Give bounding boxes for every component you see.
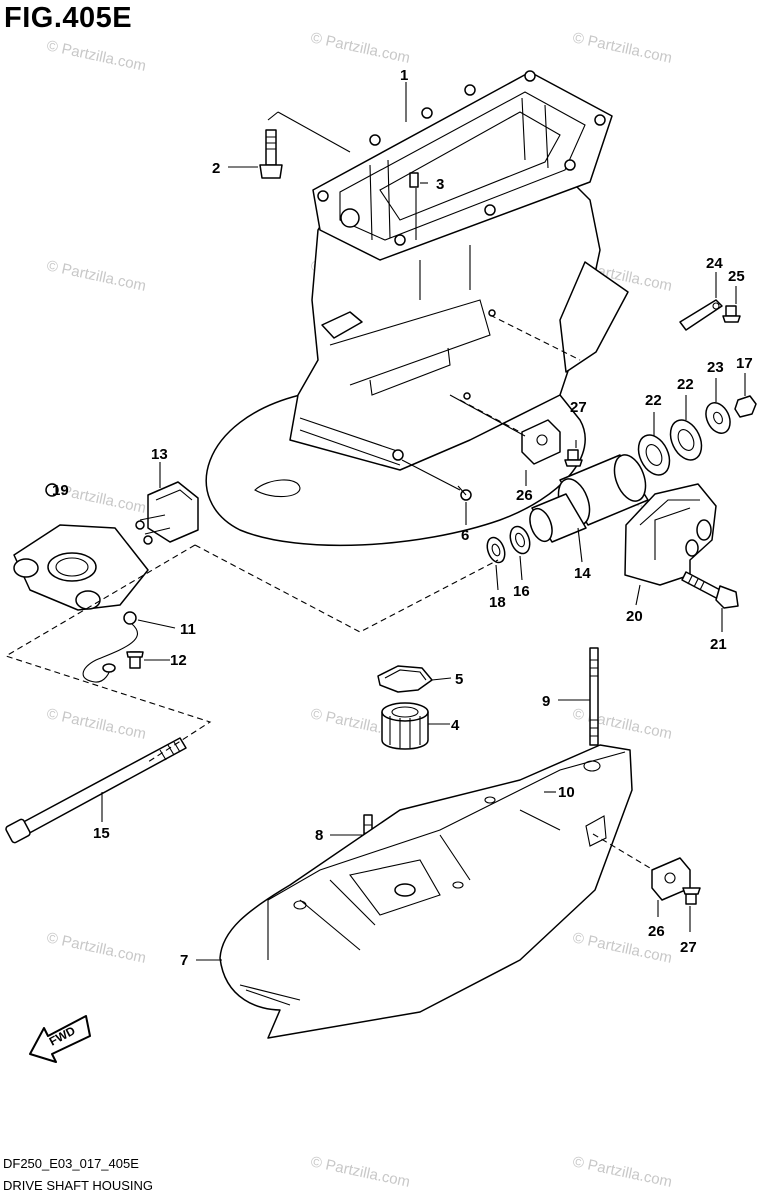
callout-10: 10	[558, 784, 575, 801]
callout-4: 4	[451, 717, 460, 734]
callout-11: 11	[180, 621, 196, 638]
watermark: © Partzilla.com	[571, 1153, 673, 1191]
callout-12: 12	[170, 652, 187, 669]
dowel-pin-part-3	[409, 172, 419, 188]
watermark: © Partzilla.com	[571, 705, 673, 743]
callout-27-lower: 27	[680, 939, 697, 956]
ground-lead-part-11	[82, 611, 139, 683]
clip-part-5	[377, 665, 433, 693]
bolt-part-27-upper	[564, 449, 583, 467]
washer-part-18	[486, 536, 506, 564]
drive-shaft-housing-part	[205, 70, 629, 547]
callout-23: 23	[707, 359, 724, 376]
callout-17: 17	[736, 355, 753, 372]
callout-24: 24	[706, 255, 723, 272]
callout-26-upper: 26	[516, 487, 533, 504]
washer-part-22a	[637, 434, 671, 476]
washer-part-16	[509, 525, 531, 555]
bolt-part-21	[681, 571, 739, 609]
callout-18: 18	[489, 594, 506, 611]
bolt-part-6	[457, 485, 472, 501]
callout-13: 13	[151, 446, 168, 463]
leader-lines	[101, 82, 746, 961]
bolt-part-25	[722, 305, 741, 323]
callout-2: 2	[212, 160, 220, 177]
figure-name: DRIVE SHAFT HOUSING	[3, 1178, 154, 1193]
mount-part-14	[529, 454, 649, 543]
bolt-part-27-lower	[682, 887, 701, 905]
sensor-part-13	[135, 481, 199, 545]
callout-1: 1	[400, 67, 408, 84]
figure-code: DF250_E03_017_405E	[3, 1156, 139, 1171]
callout-14: 14	[574, 565, 591, 582]
callout-21: 21	[710, 636, 727, 653]
watermark: © Partzilla.com	[45, 929, 147, 967]
callout-labels: 1 2 3 4 5 6 7 8 9 10 11 12 13 14 15 16 1…	[52, 67, 753, 969]
plate-part-24	[679, 299, 723, 331]
watermark: © Partzilla.com	[45, 257, 147, 295]
watermark: © Partzilla.com	[45, 705, 147, 743]
callout-5: 5	[455, 671, 463, 688]
callout-6: 6	[461, 527, 469, 544]
watermark: © Partzilla.com	[309, 1153, 411, 1191]
stud-part-9	[589, 647, 599, 746]
assembly-outline-left	[4, 544, 499, 763]
nut-part-17	[734, 395, 757, 418]
watermark: © Partzilla.com	[45, 37, 147, 75]
callout-22a: 22	[645, 392, 662, 409]
callout-8: 8	[315, 827, 323, 844]
bolt-part-2	[259, 129, 283, 179]
watermark: © Partzilla.com	[309, 29, 411, 67]
callout-3: 3	[436, 176, 444, 193]
callout-19: 19	[52, 482, 69, 499]
callout-25: 25	[728, 268, 745, 285]
mount-cover-part-20	[624, 483, 717, 586]
callout-15: 15	[93, 825, 110, 842]
washer-part-22b	[669, 419, 703, 461]
washer-part-23	[705, 402, 731, 434]
callout-22b: 22	[677, 376, 694, 393]
figure-title: FIG.405E	[4, 2, 133, 34]
watermark: © Partzilla.com	[571, 29, 673, 67]
stud-part-15	[5, 737, 187, 844]
callout-9: 9	[542, 693, 550, 710]
callout-27-upper: 27	[570, 399, 587, 416]
callout-7: 7	[180, 952, 188, 969]
collar-part-4	[381, 702, 429, 750]
bracket-part-19	[13, 483, 149, 611]
screw-part-12	[126, 651, 144, 669]
lower-housing-part-7	[219, 744, 633, 1039]
anode-part-26-upper	[521, 419, 561, 465]
fwd-direction-arrow: FWD	[29, 1015, 91, 1063]
callout-16: 16	[513, 583, 530, 600]
callout-26-lower: 26	[648, 923, 665, 940]
callout-20: 20	[626, 608, 643, 625]
